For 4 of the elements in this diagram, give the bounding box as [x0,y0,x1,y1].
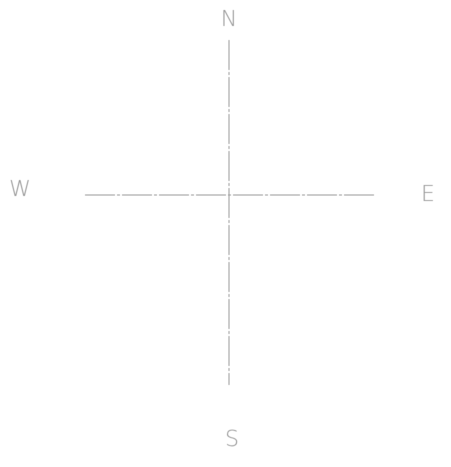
compass-direction-label: S [225,429,239,451]
compass-direction-label: W [9,179,31,201]
compass-direction-label: E [421,184,435,206]
compass-direction-label: N [220,9,238,31]
